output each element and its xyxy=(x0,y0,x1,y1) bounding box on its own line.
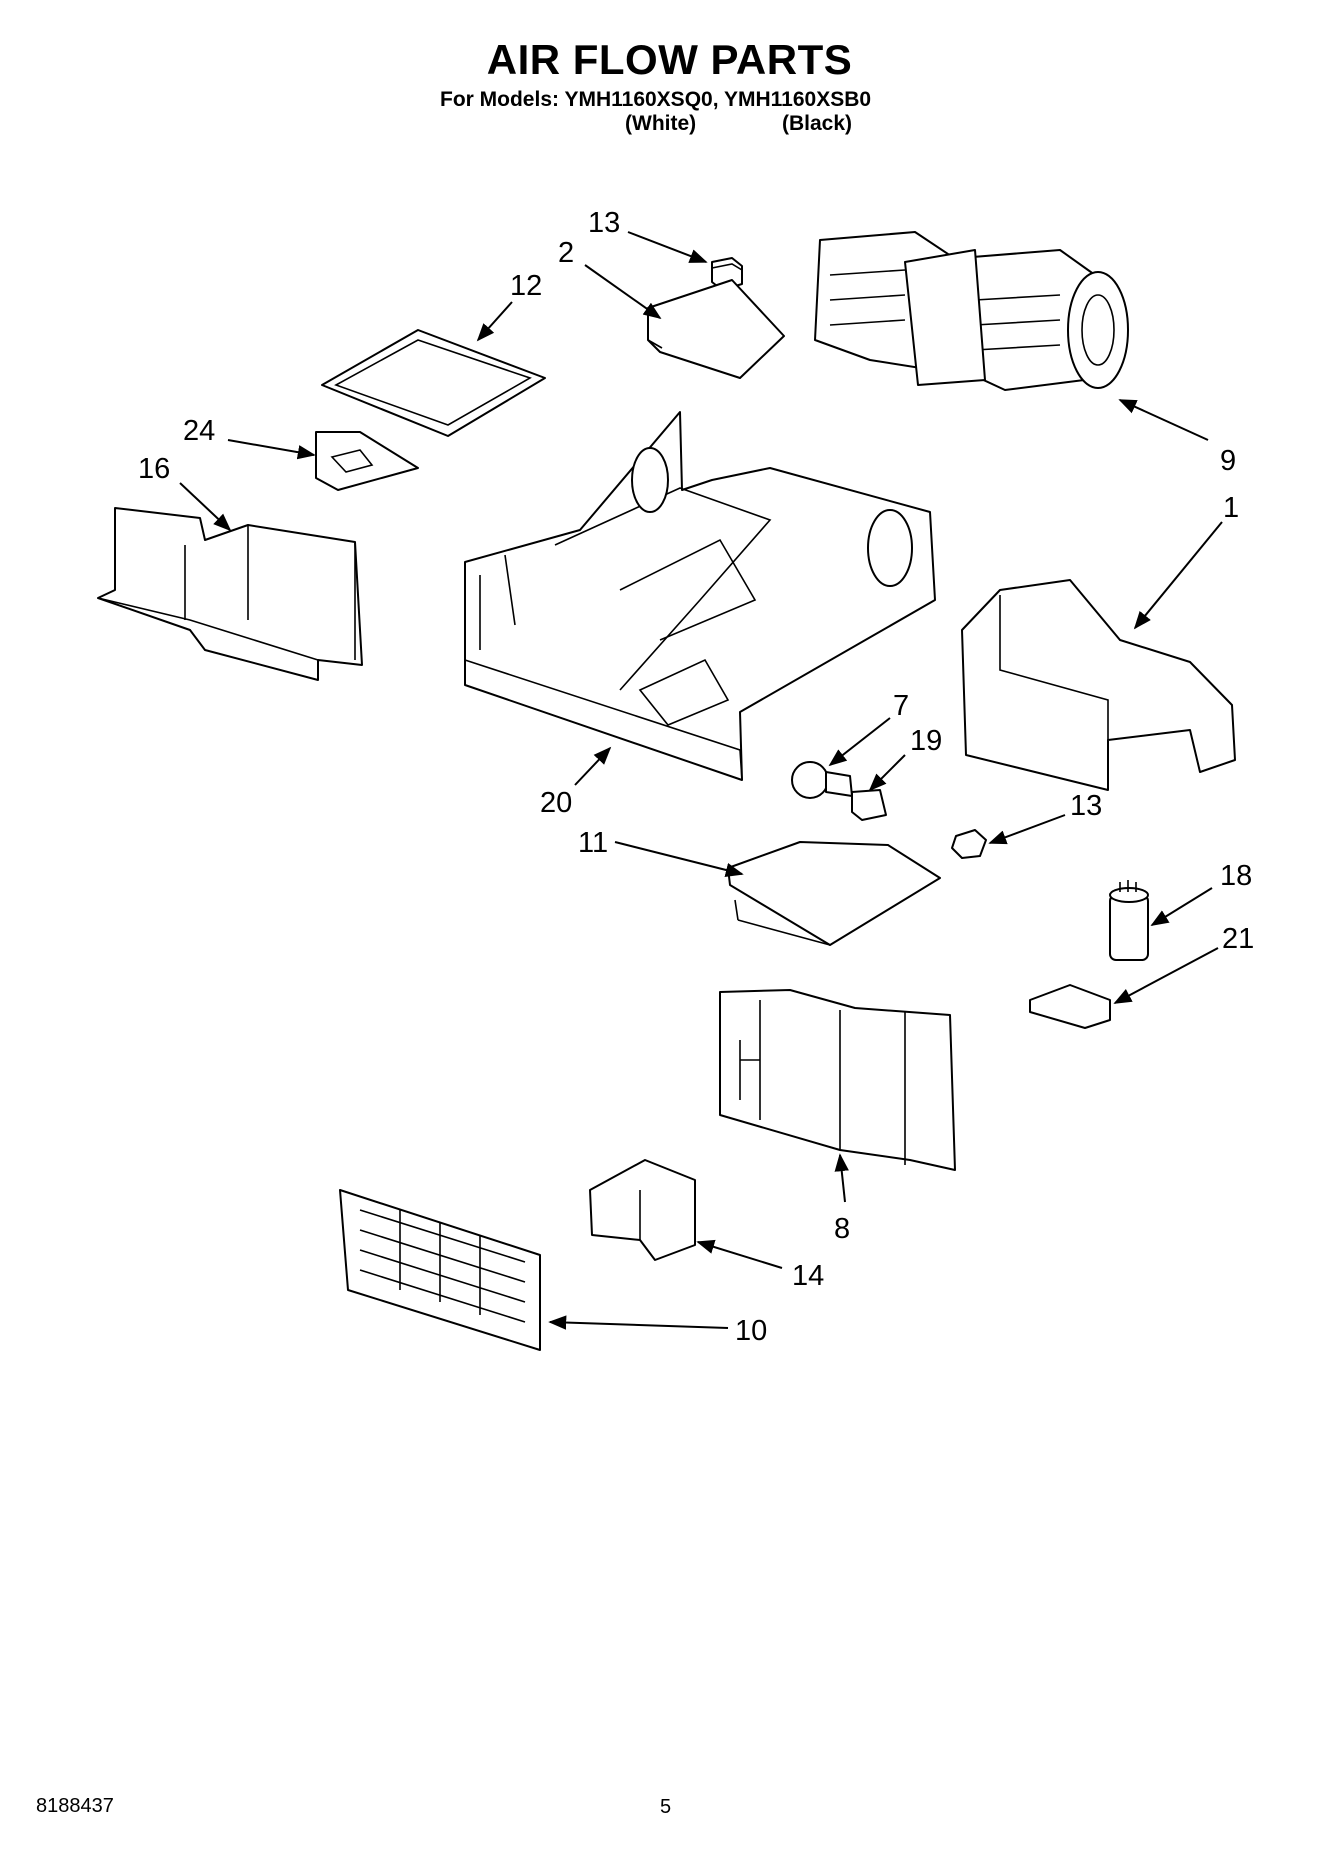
leader-24 xyxy=(227,439,316,460)
leader-7 xyxy=(828,717,891,767)
part-16-duct xyxy=(97,507,363,681)
callout-20: 20 xyxy=(540,787,572,819)
variant-white-label: (White) xyxy=(625,112,697,135)
callout-10: 10 xyxy=(735,1315,767,1347)
leader-12 xyxy=(476,301,513,342)
callout-labels: 13 2 12 9 24 16 1 7 19 20 13 11 18 21 8 … xyxy=(138,207,1254,1347)
callout-2: 2 xyxy=(558,237,574,269)
leader-13-lower xyxy=(988,814,1066,845)
callout-9: 9 xyxy=(1220,445,1236,477)
part-24-panel xyxy=(315,431,419,491)
leader-14 xyxy=(696,1239,783,1269)
part-19-socket xyxy=(851,789,887,821)
callout-11: 11 xyxy=(578,827,608,859)
callout-24: 24 xyxy=(183,415,215,447)
callout-7: 7 xyxy=(893,690,909,722)
leader-1 xyxy=(1133,521,1223,630)
callout-8: 8 xyxy=(834,1213,850,1245)
callout-1: 1 xyxy=(1223,492,1239,524)
leader-13-top xyxy=(627,231,708,263)
leader-10 xyxy=(548,1315,729,1330)
part-2-cover-plate xyxy=(647,279,785,379)
callout-13-lower: 13 xyxy=(1070,790,1102,822)
variant-black-label: (Black) xyxy=(782,112,853,135)
callout-16: 16 xyxy=(138,453,170,485)
part-20-base-housing xyxy=(464,411,936,781)
part-1-air-guide xyxy=(961,579,1236,791)
callout-14: 14 xyxy=(792,1260,824,1292)
leader-21 xyxy=(1113,947,1219,1004)
callout-18: 18 xyxy=(1220,860,1252,892)
callout-19: 19 xyxy=(910,725,942,757)
leader-lines xyxy=(179,231,1223,1330)
part-18-capacitor xyxy=(1109,880,1149,961)
part-12-filter-frame xyxy=(321,329,546,437)
leader-8 xyxy=(834,1153,849,1203)
page-number: 5 xyxy=(660,1796,672,1818)
callout-12: 12 xyxy=(510,270,542,302)
models-line: For Models: YMH1160XSQ0, YMH1160XSB0 xyxy=(440,88,872,111)
part-8-panel xyxy=(719,989,956,1171)
document-number: 8188437 xyxy=(36,1795,114,1817)
page-title: AIR FLOW PARTS xyxy=(486,36,853,83)
part-14-bracket xyxy=(589,1159,696,1261)
leader-20 xyxy=(574,746,612,786)
part-13-clip-lower xyxy=(951,829,987,859)
model-variants: (White) (Black) xyxy=(625,112,852,184)
leader-19 xyxy=(868,754,906,792)
callout-13-top: 13 xyxy=(588,207,620,239)
leader-16 xyxy=(179,482,232,532)
callout-21: 21 xyxy=(1222,923,1254,955)
part-9-blower-motor xyxy=(814,231,1129,391)
leader-9 xyxy=(1118,399,1209,441)
leader-11 xyxy=(614,841,744,878)
part-11-plate xyxy=(727,841,941,946)
leader-2 xyxy=(584,264,662,320)
part-7-lamp xyxy=(791,761,853,799)
leader-18 xyxy=(1150,887,1213,926)
part-10-grille xyxy=(339,1189,541,1351)
part-21-bracket xyxy=(1029,984,1111,1029)
